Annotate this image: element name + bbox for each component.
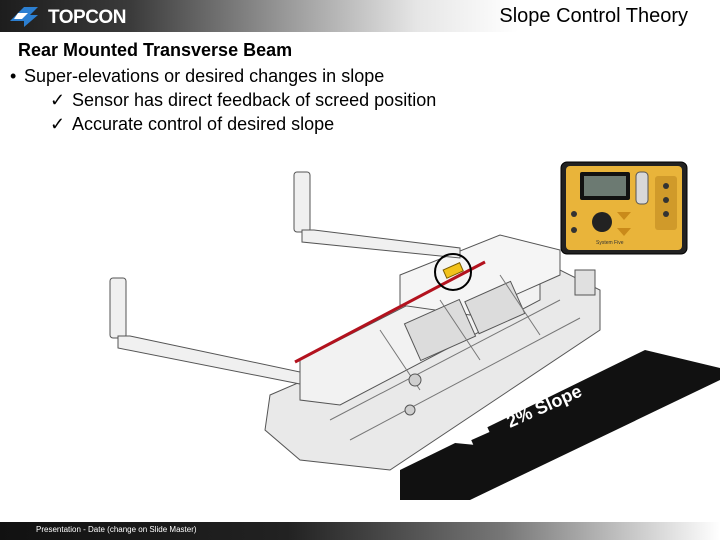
topcon-logo: TOPCON bbox=[8, 3, 128, 29]
header-band bbox=[0, 0, 720, 32]
control-box-icon: System Five bbox=[560, 161, 688, 255]
screed-body bbox=[264, 234, 601, 471]
slope-arrow-icon bbox=[455, 424, 490, 445]
slope-sensor-icon bbox=[442, 262, 464, 279]
bullet-item: • Super-elevations or desired changes in … bbox=[10, 64, 610, 88]
check-item: ✓ Accurate control of desired slope bbox=[50, 112, 610, 136]
topcon-arrow-logo-icon bbox=[10, 7, 38, 27]
right-handle bbox=[293, 171, 461, 259]
sensor-highlight-circle bbox=[434, 253, 472, 291]
brand-name: TOPCON bbox=[48, 7, 126, 28]
footer-band bbox=[0, 522, 720, 540]
transverse-beam bbox=[294, 260, 486, 364]
slide-content: Rear Mounted Transverse Beam • Super-elev… bbox=[10, 38, 610, 136]
check-item: ✓ Sensor has direct feedback of screed po… bbox=[50, 88, 610, 112]
slope-ground-strip bbox=[400, 350, 720, 500]
footer-text: Presentation - Date (change on Slide Mas… bbox=[36, 525, 197, 534]
section-heading: Rear Mounted Transverse Beam bbox=[18, 40, 293, 60]
bullet-dot-icon: • bbox=[10, 66, 17, 86]
bullet-text: Super-elevations or desired changes in s… bbox=[24, 66, 385, 86]
slide-title: Slope Control Theory bbox=[499, 5, 688, 27]
check-text: Accurate control of desired slope bbox=[72, 114, 335, 134]
checkmark-icon: ✓ bbox=[50, 114, 66, 134]
checkmark-icon: ✓ bbox=[50, 90, 66, 110]
left-handle bbox=[109, 277, 301, 385]
check-text: Sensor has direct feedback of screed pos… bbox=[72, 90, 437, 110]
control-box-badge: System Five bbox=[596, 240, 624, 246]
